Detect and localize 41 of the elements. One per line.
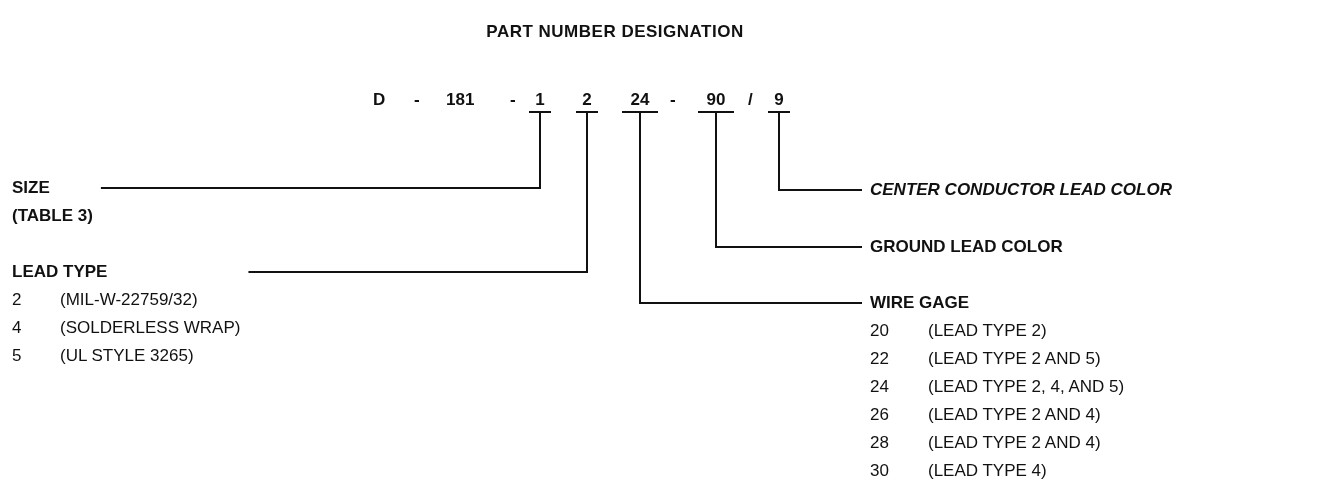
leader-line [639,112,863,304]
field-heading: LEAD TYPE [12,261,109,283]
code-segment: 2 [576,90,598,113]
option-description: (LEAD TYPE 2 AND 5) [928,348,1102,370]
code-character: - [414,90,420,110]
code-character: / [748,90,753,110]
field-heading: GROUND LEAD COLOR [870,236,1063,258]
option-description: (LEAD TYPE 2 AND 4) [928,404,1102,426]
option-code: 4 [12,317,23,339]
option-description: (SOLDERLESS WRAP) [60,317,241,339]
option-code: 30 [870,460,890,482]
code-segment: 24 [622,90,658,113]
option-description: (LEAD TYPE 2 AND 4) [928,432,1102,454]
option-description: (UL STYLE 3265) [60,345,195,367]
code-character: D [373,90,386,110]
option-code: 2 [12,289,23,311]
code-character: - [510,90,516,110]
option-code: 22 [870,348,890,370]
code-segment: 9 [768,90,790,113]
option-description: (LEAD TYPE 2) [928,320,1048,342]
option-code: 26 [870,404,890,426]
option-description: (LEAD TYPE 4) [928,460,1048,482]
code-segment: 90 [698,90,734,113]
field-note: (TABLE 3) [12,205,93,227]
diagram-title: PART NUMBER DESIGNATION [485,22,745,42]
code-segment: 1 [529,90,551,113]
code-character: 181 [446,90,475,110]
code-character: - [670,90,676,110]
option-code: 24 [870,376,890,398]
leader-line [778,112,863,191]
leader-line [247,112,588,273]
option-code: 20 [870,320,890,342]
option-description: (MIL-W-22759/32) [60,289,199,311]
option-code: 28 [870,432,890,454]
field-heading: SIZE [12,177,51,199]
option-code: 5 [12,345,23,367]
field-heading: CENTER CONDUCTOR LEAD COLOR [870,179,1172,201]
leader-line [715,112,863,248]
field-heading: WIRE GAGE [870,292,971,314]
option-description: (LEAD TYPE 2, 4, AND 5) [928,376,1125,398]
leader-line [99,112,541,189]
